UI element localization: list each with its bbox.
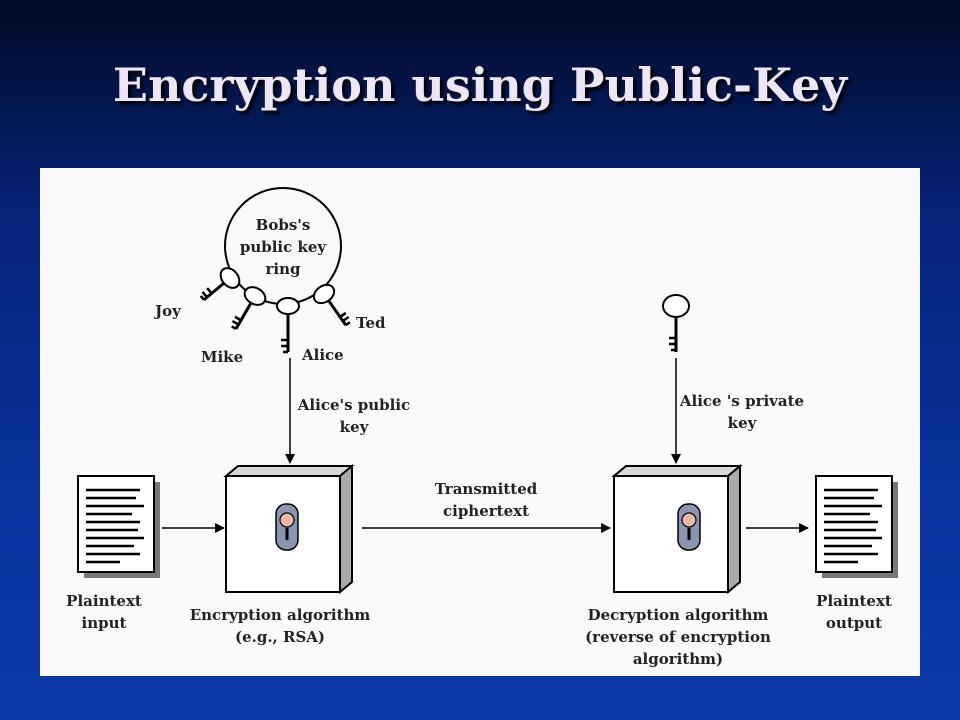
plaintext-output-document-icon bbox=[815, 475, 898, 578]
decryption-lock-icon bbox=[677, 503, 701, 551]
decryption-box bbox=[611, 463, 743, 595]
plaintext-output-label: Plaintext output bbox=[816, 592, 892, 632]
key-joy-icon bbox=[199, 267, 241, 302]
key-label-alice: Alice bbox=[302, 346, 344, 364]
private-key-label: Alice 's private key bbox=[679, 392, 805, 432]
transmitted-ciphertext-label: Transmitted ciphertext bbox=[434, 480, 538, 520]
plaintext-input-document-icon bbox=[77, 475, 160, 578]
key-mike-icon bbox=[231, 286, 267, 330]
encryption-box bbox=[223, 463, 355, 595]
private-key-icon bbox=[662, 294, 690, 352]
key-label-joy: Joy bbox=[155, 302, 181, 320]
key-label-mike: Mike bbox=[200, 348, 244, 366]
diagram-svg bbox=[77, 187, 898, 595]
diagram-panel: Bobs's public key ring Joy Mike Alice Te… bbox=[40, 168, 920, 676]
encryption-algorithm-label: Encryption algorithm (e.g., RSA) bbox=[189, 606, 371, 646]
key-ted-icon bbox=[312, 283, 351, 327]
encryption-lock-icon bbox=[275, 503, 299, 551]
plaintext-input-label: Plaintext input bbox=[66, 592, 142, 632]
keyring-label: Bobs's public key ring bbox=[239, 216, 327, 278]
decryption-algorithm-label: Decryption algorithm (reverse of encrypt… bbox=[585, 606, 771, 668]
slide-title: Encryption using Public-Key bbox=[112, 58, 848, 112]
key-alice-icon bbox=[276, 297, 300, 354]
public-key-label: Alice's public key bbox=[297, 396, 411, 436]
key-label-ted: Ted bbox=[356, 314, 386, 332]
